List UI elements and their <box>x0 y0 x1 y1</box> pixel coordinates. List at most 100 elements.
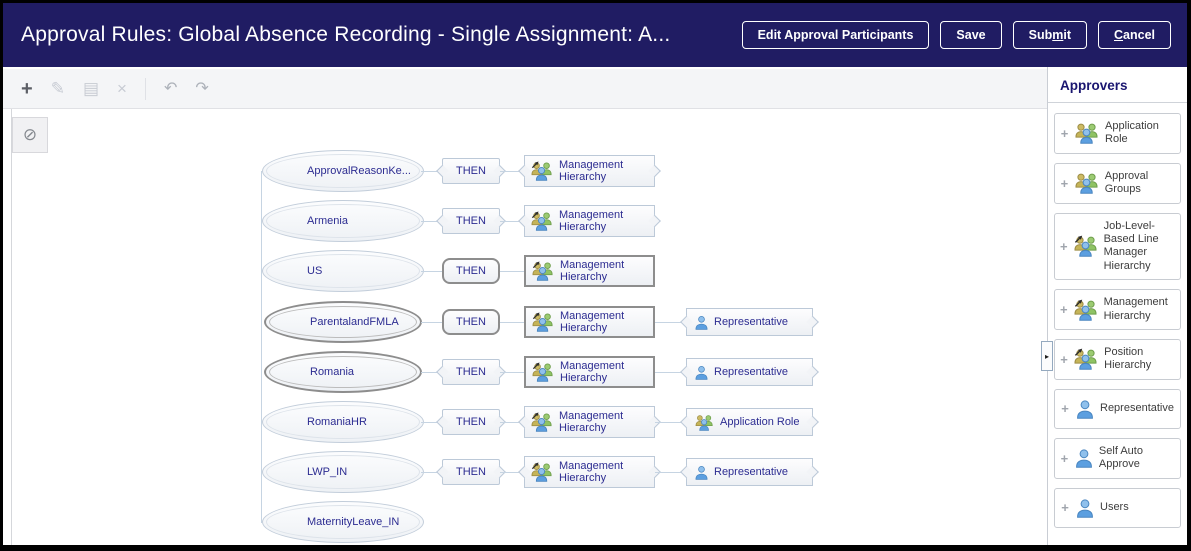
group-icon <box>1074 172 1100 194</box>
action-node[interactable]: Management Hierarchy <box>524 356 655 388</box>
then-node[interactable]: THEN <box>442 158 500 184</box>
management-hierarchy-icon <box>530 211 554 231</box>
drag-handle-icon[interactable]: + <box>1061 401 1069 417</box>
connector-line <box>421 372 442 373</box>
management-hierarchy-icon <box>531 362 555 382</box>
management-hierarchy-icon <box>531 261 555 281</box>
action-label: Management Hierarchy <box>559 158 624 183</box>
approver-label: Representative <box>714 465 788 478</box>
approver-node[interactable]: Representative <box>686 308 813 336</box>
condition-label: ParentalandFMLA <box>310 316 399 328</box>
panel-collapse-handle[interactable]: ▸ <box>1041 341 1053 371</box>
then-node[interactable]: THEN <box>442 359 500 385</box>
connector-line <box>421 322 442 323</box>
rules-diagram-canvas[interactable]: ⊘ ApprovalReasonKe... THEN Management Hi… <box>11 109 1047 545</box>
edit-approval-participants-button[interactable]: Edit Approval Participants <box>741 21 930 49</box>
drag-handle-icon[interactable]: + <box>1060 238 1068 254</box>
person-icon <box>1075 498 1095 518</box>
action-node[interactable]: Management Hierarchy <box>524 205 655 237</box>
condition-label: LWP_IN <box>307 466 348 478</box>
approver-item-application-role[interactable]: + Application Role <box>1054 113 1181 154</box>
approver-item-users[interactable]: + Users <box>1054 487 1181 528</box>
person-icon <box>1074 448 1094 468</box>
then-node[interactable]: THEN <box>442 409 500 435</box>
action-node[interactable]: Management Hierarchy <box>524 306 655 338</box>
condition-node[interactable]: LWP_IN <box>262 451 424 493</box>
approver-node[interactable]: Application Role <box>686 408 813 436</box>
drag-handle-icon[interactable]: + <box>1060 351 1068 367</box>
action-node[interactable]: Management Hierarchy <box>524 406 655 438</box>
management-hierarchy-icon <box>530 412 554 432</box>
condition-label: MaternityLeave_IN <box>307 516 400 528</box>
then-node[interactable]: THEN <box>442 309 500 335</box>
approver-item-label: Approval Groups <box>1104 169 1149 196</box>
approver-label: Representative <box>714 315 788 328</box>
approver-label: Representative <box>714 365 788 378</box>
delete-rule-icon[interactable]: × <box>117 79 127 98</box>
action-node[interactable]: Management Hierarchy <box>524 155 655 187</box>
approver-item-self-auto-approve[interactable]: + Self Auto Approve <box>1054 437 1181 479</box>
approver-node[interactable]: Representative <box>686 458 813 486</box>
add-rule-icon[interactable]: + <box>21 77 33 100</box>
approver-item-label: Application Role <box>1105 120 1159 146</box>
undo-icon[interactable]: ↶ <box>163 79 178 97</box>
cancel-button[interactable]: Cancel <box>1098 21 1171 49</box>
then-node[interactable]: THEN <box>442 258 500 284</box>
submit-button[interactable]: Submit <box>1012 21 1087 49</box>
condition-node[interactable]: ApprovalReasonKe... <box>262 150 424 192</box>
condition-node[interactable]: RomaniaHR <box>262 401 424 443</box>
connector-line <box>655 322 686 323</box>
toolbar-divider <box>144 77 146 100</box>
approver-node[interactable]: Representative <box>686 358 813 386</box>
connector-line <box>500 221 524 222</box>
drag-handle-icon[interactable]: + <box>1060 302 1068 318</box>
redo-icon[interactable]: ↷ <box>195 79 209 97</box>
approver-item-position-hierarchy[interactable]: + Position Hierarchy <box>1054 339 1181 380</box>
condition-node[interactable]: MaternityLeave_IN <box>262 501 424 543</box>
then-node[interactable]: THEN <box>442 208 500 234</box>
drag-handle-icon[interactable]: + <box>1060 450 1069 466</box>
connector-line <box>655 372 686 373</box>
header-actions: Edit Approval Participants Save Submit C… <box>741 21 1171 49</box>
connector-line <box>500 171 524 172</box>
then-node[interactable]: THEN <box>442 459 500 485</box>
condition-node[interactable]: Romania <box>264 351 422 393</box>
approver-item-management-hierarchy[interactable]: + Management Hierarchy <box>1054 289 1181 331</box>
drag-handle-icon[interactable]: + <box>1060 175 1069 191</box>
action-node[interactable]: Management Hierarchy <box>524 456 655 488</box>
action-label: Management Hierarchy <box>560 359 625 384</box>
drag-handle-icon[interactable]: + <box>1061 500 1069 516</box>
approver-item-label: Self Auto Approve <box>1098 444 1143 471</box>
condition-node[interactable]: ParentalandFMLA <box>264 301 422 343</box>
management-hierarchy-icon <box>531 312 555 332</box>
condition-node[interactable]: Armenia <box>262 200 424 242</box>
condition-label: ApprovalReasonKe... <box>307 165 411 177</box>
approver-label: Application Role <box>720 415 800 428</box>
edit-rule-icon[interactable]: ✎ <box>50 79 65 98</box>
management-hierarchy-icon <box>530 462 554 482</box>
restricted-mode-icon[interactable]: ⊘ <box>12 117 48 153</box>
rules-toolbar: + ✎ ▤ × ↶ ↷ <box>3 67 1047 109</box>
hierarchy-group-icon <box>1073 235 1099 257</box>
approver-item-label: Management Hierarchy <box>1103 296 1168 322</box>
connector-line <box>421 171 442 172</box>
action-label: Management Hierarchy <box>559 208 624 233</box>
person-icon <box>1075 399 1095 419</box>
connector-line <box>421 271 442 272</box>
person-icon <box>694 365 709 380</box>
condition-node[interactable]: US <box>262 250 424 292</box>
drag-handle-icon[interactable]: + <box>1060 125 1069 141</box>
approver-item-label: Job-Level-Based Line Manager Hierarchy <box>1103 219 1159 272</box>
approver-item-approval-groups[interactable]: + Approval Groups <box>1054 162 1181 204</box>
window-header: Approval Rules: Global Absence Recording… <box>3 3 1187 67</box>
approver-type-list: + Application Role + Approval Groups + J… <box>1048 103 1187 534</box>
group-icon <box>1074 122 1100 144</box>
action-node[interactable]: Management Hierarchy <box>524 255 655 287</box>
group-icon <box>694 414 715 431</box>
approver-item-job-level-based-line-manager-hierarchy[interactable]: + Job-Level-Based Line Manager Hierarchy <box>1054 212 1181 281</box>
condition-label: Romania <box>310 366 355 378</box>
approver-item-representative[interactable]: + Representative <box>1054 388 1181 429</box>
save-button[interactable]: Save <box>940 21 1002 49</box>
copy-rule-icon[interactable]: ▤ <box>82 79 99 98</box>
